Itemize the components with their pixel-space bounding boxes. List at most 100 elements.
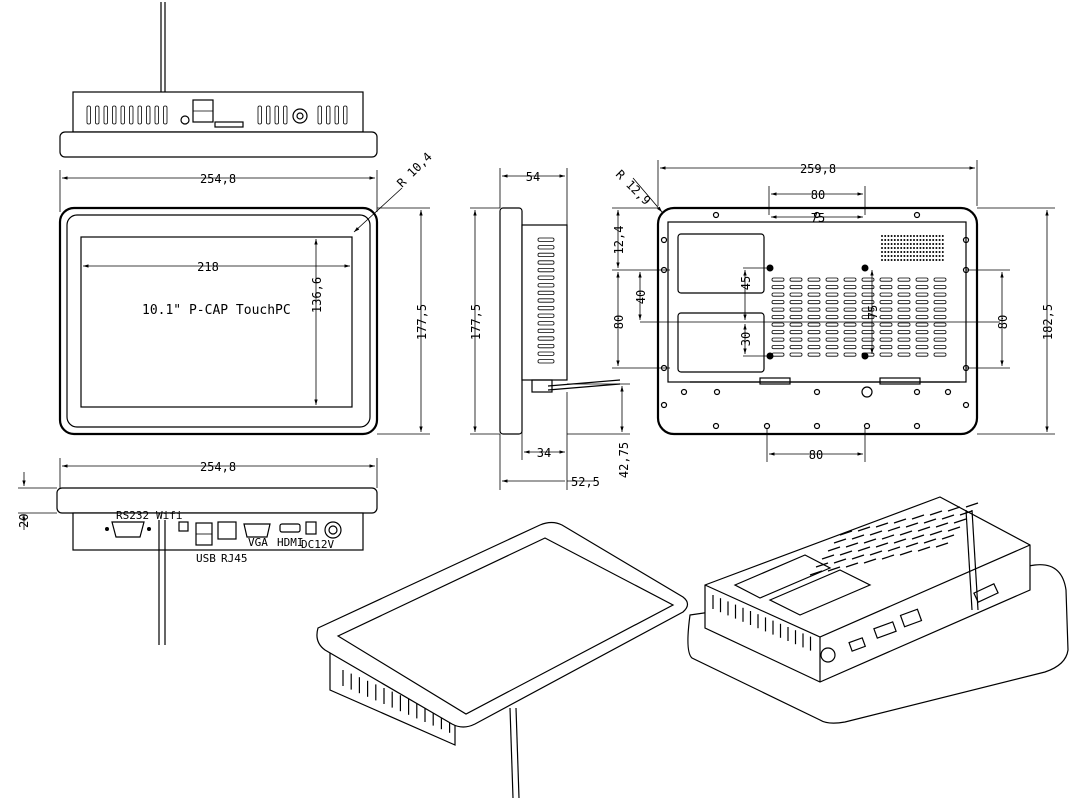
vent-slot xyxy=(789,345,803,350)
grille-hole xyxy=(919,239,922,241)
vent-slot xyxy=(879,307,893,312)
grille-hole xyxy=(909,239,912,241)
vent-slot xyxy=(833,558,847,564)
grille-hole xyxy=(941,247,944,249)
top-view xyxy=(59,2,378,158)
vent-slot xyxy=(917,546,931,552)
side-body-depth-label: 34 xyxy=(537,446,551,460)
vesa-45-label: 45 xyxy=(739,276,753,290)
grille-hole xyxy=(881,255,883,257)
grille-hole xyxy=(906,247,909,249)
top-bezel xyxy=(59,131,378,158)
grille-hole xyxy=(925,251,928,253)
vent-slot xyxy=(881,554,895,560)
grille-hole xyxy=(887,247,890,249)
grille-hole xyxy=(893,243,896,245)
grille-hole xyxy=(916,247,919,249)
grille-hole xyxy=(897,235,899,237)
back-width-label: 259,8 xyxy=(800,162,836,176)
grille-hole xyxy=(903,247,906,249)
grille-hole xyxy=(903,243,906,245)
vent-slot xyxy=(897,307,911,312)
grille-hole xyxy=(897,247,899,249)
mount-hole xyxy=(713,388,721,396)
grille-hole xyxy=(913,239,915,241)
mount-hole xyxy=(913,211,921,219)
grille-hole xyxy=(903,235,906,237)
vent-slot xyxy=(935,522,949,528)
vent-slot xyxy=(843,292,857,297)
vent-slot xyxy=(915,307,929,312)
vent-slot xyxy=(897,285,911,290)
vent-slot xyxy=(537,245,555,250)
grille-hole xyxy=(935,235,938,237)
grille-hole xyxy=(893,239,896,241)
grille-hole xyxy=(932,235,935,237)
vent-slot xyxy=(923,518,937,524)
grille-hole xyxy=(909,251,912,253)
vent-slot xyxy=(915,285,929,290)
vent-slot xyxy=(863,558,877,564)
vent-slot xyxy=(879,277,893,282)
vent-slot xyxy=(537,313,555,318)
vent-slot xyxy=(95,105,100,125)
vent-slot xyxy=(875,522,889,528)
iso-back-plate-top xyxy=(768,569,872,616)
grille-hole xyxy=(925,235,928,237)
mount-hole xyxy=(680,388,688,396)
vent-slot xyxy=(807,315,821,320)
vent-slot xyxy=(887,546,901,552)
screen-height-label: 136,6 xyxy=(310,277,324,313)
iso-back-antenna xyxy=(965,509,973,611)
grille-hole xyxy=(906,239,909,241)
grille-hole xyxy=(932,255,935,257)
grille-hole xyxy=(909,259,912,261)
grille-hole xyxy=(881,247,883,249)
vent-slot xyxy=(879,345,893,350)
grille-hole xyxy=(913,243,915,245)
back-radius-label: R 12,9 xyxy=(613,167,654,208)
vent-slot xyxy=(825,277,839,282)
vent-slot xyxy=(103,105,108,125)
vent-slot xyxy=(897,315,911,320)
vent-slot xyxy=(771,345,785,350)
vent-slot xyxy=(825,337,839,342)
grille-hole xyxy=(887,259,890,261)
vga-port xyxy=(243,523,271,538)
vent-slot xyxy=(941,534,955,540)
vent-slot xyxy=(845,542,859,548)
vent-slot xyxy=(807,330,821,335)
grille-hole xyxy=(881,235,883,237)
vent-slot xyxy=(807,345,821,350)
grille-hole xyxy=(916,259,919,261)
grille-hole xyxy=(929,247,931,249)
vesa-12-4-label: 12,4 xyxy=(612,226,626,255)
vent-slot xyxy=(771,300,785,305)
vent-slot xyxy=(897,322,911,327)
grille-hole xyxy=(903,255,906,257)
vent-slot xyxy=(537,359,555,364)
mount-hole xyxy=(813,422,821,430)
vent-slot xyxy=(807,277,821,282)
iso-front-bezel xyxy=(316,521,689,728)
product-label: 10.1" P-CAP TouchPC xyxy=(142,303,291,318)
vent-slot xyxy=(861,277,875,282)
grille-hole xyxy=(913,251,915,253)
mount-hole xyxy=(712,422,720,430)
top-vents xyxy=(86,105,348,125)
grille-hole xyxy=(938,251,941,253)
vent-slot xyxy=(933,307,947,312)
grille-hole xyxy=(884,255,887,257)
mount-hole xyxy=(660,236,668,244)
vent-slot xyxy=(861,315,875,320)
grille-hole xyxy=(900,239,903,241)
rj45-label: RJ45 xyxy=(221,552,248,565)
side-height-label: 177,5 xyxy=(469,304,483,340)
back-height-label: 182,5 xyxy=(1041,304,1055,340)
vent-slot xyxy=(933,285,947,290)
grille-hole xyxy=(900,247,903,249)
vent-slot xyxy=(154,105,159,125)
grille-hole xyxy=(881,251,883,253)
vent-slot xyxy=(825,352,839,357)
